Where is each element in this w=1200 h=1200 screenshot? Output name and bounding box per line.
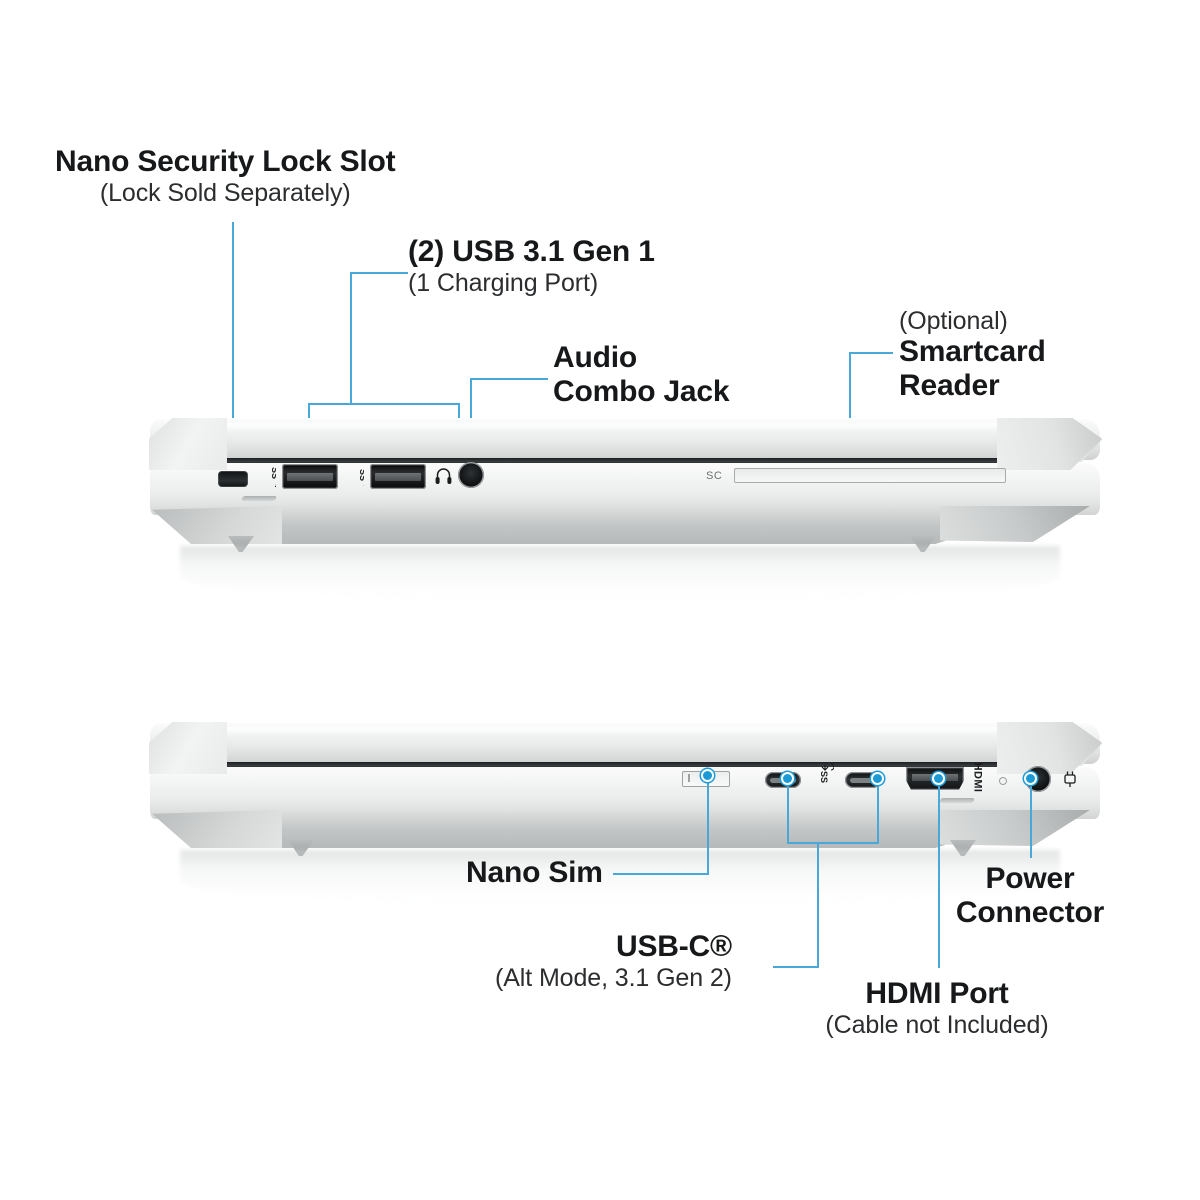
leader-line-usb-stem (350, 272, 352, 404)
callout-subtitle: (Lock Sold Separately) (99, 178, 351, 207)
usb-a-port-charging (282, 464, 338, 489)
svg-text:SS: SS (270, 467, 276, 479)
power-plug-icon (1062, 770, 1078, 788)
callout-title: Nano Sim (466, 856, 603, 889)
laptop-underside (168, 510, 1040, 544)
leader-line-nano-sim-horizontal (613, 873, 709, 875)
leader-line-audio-horizontal (470, 378, 548, 380)
svg-text:SS: SS (819, 771, 829, 783)
callout-title-line2: Combo Jack (553, 374, 730, 408)
callout-usb-3-1-gen-1: (2) USB 3.1 Gen 1 (1 Charging Port) (408, 235, 655, 297)
callout-title-line1: Smartcard (899, 335, 1046, 368)
leader-line-power-connector (1030, 782, 1032, 858)
callout-title-line1: Audio (553, 341, 637, 374)
power-led-pinhole (999, 777, 1007, 785)
callout-hdmi-port: HDMI Port (Cable not Included) (812, 977, 1062, 1039)
leader-line-hdmi (938, 782, 940, 968)
leader-line-lock-slot (232, 222, 234, 462)
smartcard-reader-slot (734, 468, 1006, 483)
laptop-floor-reflection (180, 850, 1060, 902)
hdmi-label-icon: HDMI (971, 762, 984, 793)
laptop-lid (150, 722, 1100, 764)
callout-audio-combo-jack: Audio Combo Jack (553, 341, 730, 408)
laptop-underside-left (152, 810, 282, 848)
audio-combo-jack-port (458, 462, 484, 488)
target-dot-usbc-right (873, 774, 882, 783)
callout-title-line2: Connector (955, 895, 1105, 929)
svg-text:SS: SS (358, 469, 364, 481)
callout-usb-c: USB-C® (Alt Mode, 3.1 Gen 2) (495, 930, 732, 992)
callout-title: HDMI Port (865, 977, 1009, 1010)
laptop-floor-reflection (180, 546, 1060, 598)
callout-power-connector: Power Connector (930, 862, 1130, 929)
callout-subtitle: (1 Charging Port) (408, 268, 599, 297)
leader-line-usbc-to-label (773, 966, 819, 968)
laptop-hinge-gap (176, 458, 1060, 465)
callout-title-line2: Reader (899, 368, 1000, 402)
nano-security-lock-slot-port (218, 471, 248, 487)
callout-title: (2) USB 3.1 Gen 1 (408, 235, 655, 268)
smartcard-slot-label: SC (706, 470, 723, 482)
leader-line-usbc-right-branch (877, 782, 879, 844)
callout-smartcard-reader: (Optional) Smartcard Reader (899, 307, 1046, 402)
laptop-right-side-view: SS HDMI (149, 722, 1102, 902)
target-dot-usbc-left (783, 774, 792, 783)
callout-subtitle: (Optional) (899, 307, 1008, 335)
leader-line-usb-to-label (350, 272, 408, 274)
usb-superspeed-charging-icon: SS (260, 466, 276, 496)
callout-subtitle: (Cable not Included) (825, 1010, 1049, 1039)
laptop-underside-right (940, 506, 1090, 542)
callout-title: Nano Security Lock Slot (55, 145, 396, 178)
callout-nano-security-lock-slot: Nano Security Lock Slot (Lock Sold Separ… (55, 145, 396, 207)
laptop-left-side-view: SS SS (149, 418, 1102, 598)
usb-superspeed-icon: SS (348, 466, 364, 496)
target-dot-nano-sim (703, 771, 712, 780)
leader-line-usbc-left-branch (787, 782, 789, 844)
laptop-vent-mark (240, 496, 278, 501)
usb-c-port-right (845, 772, 881, 788)
leader-line-nano-sim-vertical (707, 779, 709, 874)
leader-line-smartcard-vertical (849, 352, 851, 462)
leader-line-usbc-stem (817, 842, 819, 968)
target-dot-power-connector (1026, 774, 1035, 783)
laptop-lid (150, 418, 1100, 460)
leader-line-smartcard-horizontal (849, 352, 893, 354)
usb-c-superspeed-icon: SS (814, 760, 834, 794)
callout-nano-sim: Nano Sim (466, 856, 603, 890)
callout-subtitle: (Alt Mode, 3.1 Gen 2) (495, 963, 732, 992)
leader-line-usbc-bracket (787, 842, 879, 844)
callout-title-line1: Power (985, 862, 1075, 895)
leader-line-usb-bracket (308, 403, 460, 405)
laptop-vent-mark (938, 798, 976, 803)
callout-title: USB-C® (616, 930, 732, 963)
laptop-underside (168, 814, 1040, 848)
laptop-hinge-gap (176, 762, 1060, 769)
headphone-icon (435, 467, 452, 485)
usb-a-port (370, 464, 426, 489)
target-dot-hdmi (934, 774, 943, 783)
laptop-underside-left (152, 506, 282, 544)
